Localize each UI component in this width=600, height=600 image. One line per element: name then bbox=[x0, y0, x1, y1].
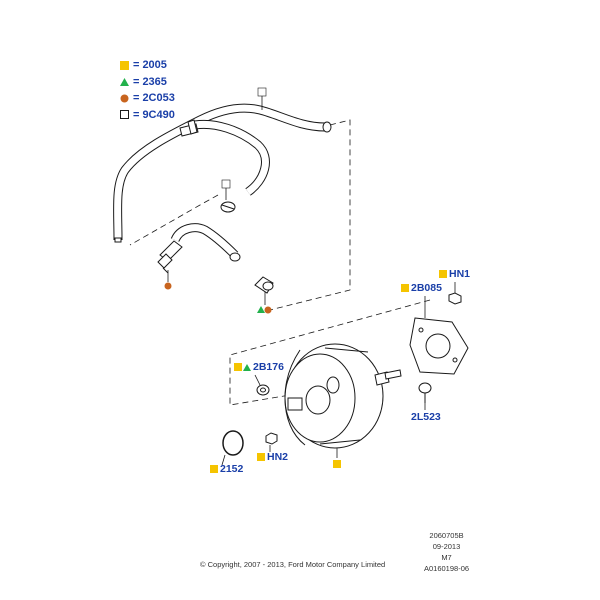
yellow-square-icon bbox=[401, 284, 409, 292]
meta-line: 09-2013 bbox=[432, 542, 461, 551]
seal-ring-2152 bbox=[222, 430, 244, 456]
orange-circle-icon bbox=[120, 94, 129, 103]
legend-row: = 2C053 bbox=[120, 90, 175, 107]
hose-clip bbox=[220, 201, 236, 213]
legend-code: 2C053 bbox=[142, 92, 175, 105]
orange-circle-icon bbox=[164, 282, 172, 290]
callout-2B085: 2B085 bbox=[411, 282, 442, 294]
legend-row: = 2365 bbox=[120, 74, 175, 91]
gasket-2B085 bbox=[409, 317, 469, 375]
copyright-notice: © Copyright, 2007 - 2013, Ford Motor Com… bbox=[200, 560, 386, 569]
legend-equals: = bbox=[133, 108, 140, 121]
legend-row: = 2005 bbox=[120, 57, 175, 74]
nut-HN1 bbox=[448, 292, 462, 305]
yellow-square-icon bbox=[439, 270, 447, 278]
white-square-icon bbox=[257, 87, 267, 97]
check-valve bbox=[254, 276, 274, 294]
legend-code: 9C490 bbox=[142, 108, 175, 121]
legend-equals: = bbox=[133, 59, 140, 72]
green-triangle-icon bbox=[257, 306, 265, 313]
yellow-square-icon bbox=[234, 363, 242, 371]
callout-2B176: 2B176 bbox=[253, 361, 284, 373]
legend-equals: = bbox=[133, 92, 140, 105]
vacuum-hose-branch bbox=[179, 119, 270, 196]
grommet-2B176 bbox=[256, 384, 270, 396]
callout-HN2: HN2 bbox=[267, 451, 289, 463]
stud-2L523 bbox=[418, 382, 432, 403]
yellow-square-icon bbox=[120, 60, 129, 70]
callout-HN1: HN1 bbox=[449, 268, 471, 280]
white-square-icon bbox=[120, 110, 129, 120]
brake-booster bbox=[284, 343, 402, 449]
meta-line: M7 bbox=[441, 553, 452, 562]
legend-row: = 9C490 bbox=[120, 107, 175, 124]
callout-2L523: 2L523 bbox=[411, 411, 441, 423]
white-square-icon bbox=[221, 179, 231, 189]
meta-line: 2060705B bbox=[429, 531, 464, 540]
yellow-square-icon bbox=[333, 460, 341, 468]
callout-symbols bbox=[164, 87, 447, 473]
yellow-square-icon bbox=[257, 453, 265, 461]
legend-code: 2365 bbox=[142, 75, 167, 88]
legend-code: 2005 bbox=[142, 59, 167, 72]
yellow-square-icon bbox=[210, 465, 218, 473]
green-triangle-icon bbox=[243, 364, 251, 371]
diagram-meta: 2060705B 09-2013 M7 A0160198-06 bbox=[424, 530, 469, 574]
vacuum-hose-lower bbox=[157, 223, 241, 274]
green-triangle-icon bbox=[120, 77, 129, 87]
nut-HN2 bbox=[265, 432, 278, 445]
leader-lines bbox=[167, 96, 456, 466]
meta-line: A0160198-06 bbox=[424, 564, 470, 573]
orange-circle-icon bbox=[264, 306, 272, 314]
legend-equals: = bbox=[133, 75, 140, 88]
legend: = 2005 = 2365 = 2C053 = 9C490 bbox=[120, 57, 175, 123]
callout-2152: 2152 bbox=[220, 463, 244, 475]
